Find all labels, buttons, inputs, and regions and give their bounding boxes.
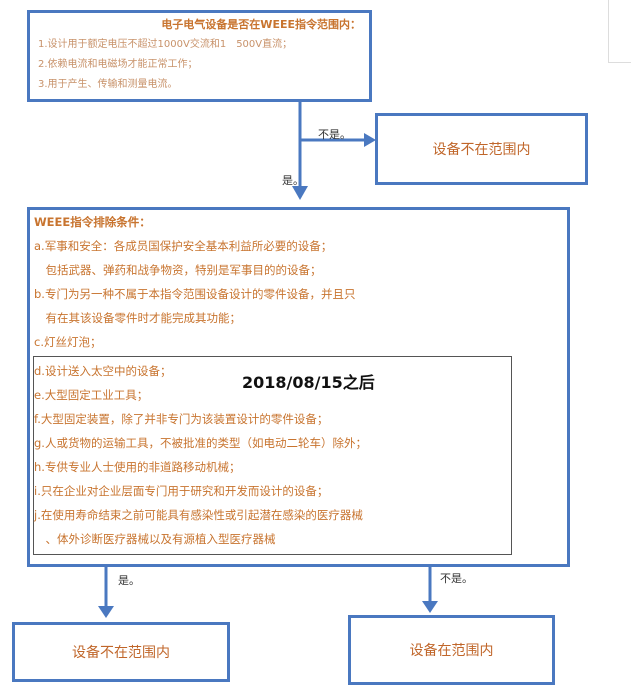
scope-item: 2.依赖电流和电磁场才能正常工作；	[38, 59, 198, 70]
exclusion-item: 包括武器、弹药和战争物资，特别是军事目的的设备；	[34, 263, 322, 277]
exclusion-item: b.专门为另一种不属于本指令范围设备设计的零件设备，并且只	[34, 287, 356, 301]
scope-title: 电子电气设备是否在WEEE指令范围内：	[161, 18, 361, 31]
yes-label: 是。	[282, 174, 304, 187]
exclusion-item: d.设计送入太空中的设备；	[34, 364, 172, 378]
exclusion-item: a.军事和安全：各成员国保护安全基本利益所必要的设备；	[34, 239, 333, 253]
exclusion-item: g.人或货物的运输工具，不被批准的类型（如电动二轮车）除外；	[34, 436, 367, 450]
out-of-scope-text: 设备不在范围内	[432, 142, 531, 158]
post-2018-box: 2018/08/15之后 d.设计送入太空中的设备； e.大型固定工业工具； f…	[33, 356, 512, 555]
no-label: 不是。	[318, 128, 351, 141]
out-of-scope-box-top: 设备不在范围内	[375, 113, 588, 185]
corner-panel	[608, 0, 631, 63]
exclusion-item: j.在使用寿命结束之前可能具有感染性或引起潜在感染的医疗器械	[34, 508, 363, 522]
bottom-no-label: 不是。	[440, 572, 473, 585]
out-of-scope-text: 设备不在范围内	[72, 645, 170, 661]
bottom-yes-label: 是。	[118, 574, 140, 587]
date-label: 2018/08/15之后	[242, 373, 375, 392]
in-scope-text: 设备在范围内	[409, 643, 494, 659]
in-scope-box: 设备在范围内	[348, 615, 555, 685]
exclusion-item: i.只在企业对企业层面专门用于研究和开发而设计的设备；	[34, 484, 329, 498]
exclusion-title: WEEE指令排除条件：	[34, 215, 151, 229]
scope-question-box: 电子电气设备是否在WEEE指令范围内： 1.设计用于额定电压不超过1000V交流…	[27, 10, 372, 102]
scope-item: 1.设计用于额定电压不超过1000V交流和1 500V直流；	[38, 39, 293, 50]
exclusion-item: e.大型固定工业工具；	[34, 388, 149, 402]
exclusion-item: 有在其该设备零件时才能完成其功能；	[34, 311, 241, 325]
exclusion-item: h.专供专业人士使用的非道路移动机械；	[34, 460, 241, 474]
exclusion-item: f.大型固定装置，除了并非专门为该装置设计的零件设备；	[34, 412, 329, 426]
exclusion-item: c.灯丝灯泡；	[34, 335, 102, 349]
scope-item: 3.用于产生、传输和测量电流。	[38, 79, 178, 90]
out-of-scope-box-bottom: 设备不在范围内	[12, 622, 230, 682]
exclusion-item: 、体外诊断医疗器械以及有源植入型医疗器械	[34, 532, 276, 546]
